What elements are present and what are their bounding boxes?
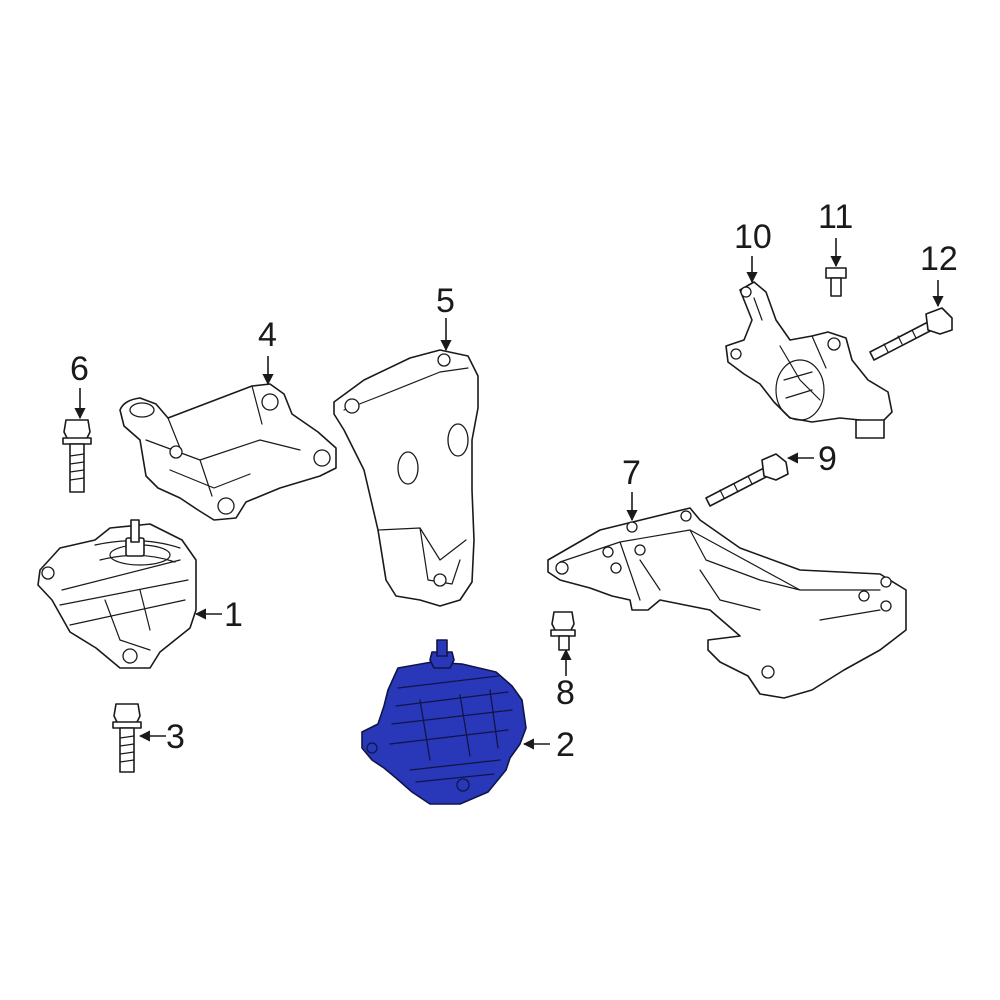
mount-bracket-5[interactable]	[333, 349, 479, 607]
callout-1[interactable]: 1	[224, 596, 243, 634]
bolt-12[interactable]	[869, 307, 953, 361]
callout-5[interactable]: 5	[436, 282, 455, 320]
engine-mount-left[interactable]	[37, 519, 197, 669]
crossmember-7[interactable]	[547, 507, 907, 699]
callout-11[interactable]: 11	[818, 198, 853, 236]
bolt-9[interactable]	[705, 453, 789, 507]
callout-2[interactable]: 2	[556, 726, 575, 764]
bolt-8[interactable]	[550, 611, 576, 651]
bolt-11[interactable]	[825, 267, 847, 297]
callout-4[interactable]: 4	[258, 316, 277, 354]
callout-9[interactable]: 9	[818, 440, 837, 478]
callout-leaders	[74, 238, 944, 750]
mount-bracket-4[interactable]	[119, 383, 337, 521]
bolt-3[interactable]	[112, 703, 142, 773]
callout-3[interactable]: 3	[166, 718, 185, 756]
bolt-6[interactable]	[62, 419, 92, 493]
engine-mount-right-highlighted[interactable]	[361, 639, 527, 805]
mount-bracket-10[interactable]	[725, 281, 893, 439]
callout-7[interactable]: 7	[622, 454, 641, 492]
callout-10[interactable]: 10	[734, 218, 772, 256]
callout-labels: 1 2 3 4 5 6 7 8 9 10 11 12	[70, 198, 958, 764]
callout-6[interactable]: 6	[70, 350, 89, 388]
callout-12[interactable]: 12	[920, 240, 958, 278]
callout-8[interactable]: 8	[556, 674, 575, 712]
